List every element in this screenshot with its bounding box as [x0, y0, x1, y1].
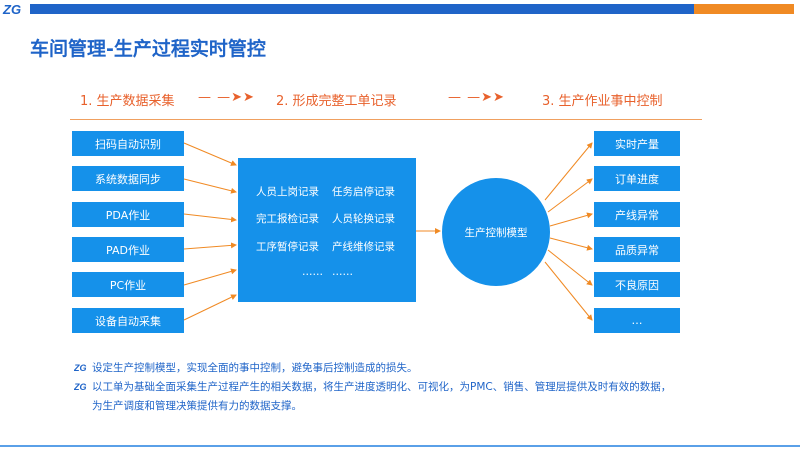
- record-item: 任务启停记录: [332, 186, 395, 198]
- input-box-device: 设备自动采集: [72, 308, 184, 333]
- connector-input-5: [183, 268, 237, 286]
- record-item: 产线维修记录: [332, 241, 395, 253]
- connector-output-6: [544, 261, 593, 321]
- connector-input-3: [183, 213, 237, 223]
- svg-text:ZG: ZG: [2, 2, 21, 17]
- svg-text:ZG: ZG: [74, 382, 87, 391]
- connector-output-3: [549, 212, 593, 227]
- connector-output-5: [547, 249, 593, 286]
- record-item: 人员轮换记录: [332, 213, 395, 225]
- footer-line: [0, 445, 800, 447]
- record-item: ……: [332, 266, 353, 278]
- step-1-label: 1. 生产数据采集: [80, 94, 175, 109]
- bullet-logo-icon: ZG: [74, 382, 87, 391]
- control-model-label: 生产控制模型: [464, 226, 528, 239]
- connector-input-1: [183, 142, 237, 166]
- record-item: 人员上岗记录: [256, 186, 319, 198]
- connector-output-1: [544, 142, 593, 201]
- output-box-realtime-output: 实时产量: [594, 131, 680, 156]
- section-divider: [70, 119, 702, 120]
- note-line-2: 以工单为基础全面采集生产过程产生的相关数据，将生产进度透明化、可视化，为PMC、…: [92, 381, 672, 393]
- page-title: 车间管理-生产过程实时管控: [30, 38, 266, 60]
- input-box-scan: 扫码自动识别: [72, 131, 184, 156]
- step-arrow-1: — —➤➤: [198, 90, 255, 105]
- bullet-logo-icon: ZG: [74, 363, 87, 372]
- step-3-label: 3. 生产作业事中控制: [542, 94, 663, 109]
- company-logo-icon: ZG: [2, 2, 21, 17]
- output-box-quality-exception: 品质异常: [594, 237, 680, 262]
- input-box-pda: PDA作业: [72, 202, 184, 227]
- step-arrow-2: — —➤➤: [448, 90, 505, 105]
- control-model-circle: 生产控制模型: [442, 178, 550, 286]
- input-box-system-sync: 系统数据同步: [72, 166, 184, 191]
- output-box-line-exception: 产线异常: [594, 202, 680, 227]
- note-line-1: 设定生产控制模型，实现全面的事中控制，避免事后控制造成的损失。: [92, 362, 418, 374]
- connector-output-2: [547, 178, 593, 213]
- svg-text:ZG: ZG: [74, 363, 87, 372]
- output-box-defect-cause: 不良原因: [594, 272, 680, 297]
- connector-output-4: [549, 237, 593, 251]
- input-box-pad: PAD作业: [72, 237, 184, 262]
- note-line-3: 为生产调度和管理决策提供有力的数据支撑。: [92, 400, 302, 412]
- work-order-records-box: 人员上岗记录 任务启停记录 完工报检记录 人员轮换记录 工序暂停记录 产线维修记…: [238, 158, 416, 302]
- connector-input-4: [183, 242, 237, 250]
- input-box-pc: PC作业: [72, 272, 184, 297]
- header-bar: [30, 4, 694, 14]
- connector-input-2: [183, 178, 237, 194]
- connector-input-6: [183, 294, 237, 321]
- header-accent-bar: [694, 4, 794, 14]
- record-item: 工序暂停记录: [256, 241, 319, 253]
- output-box-more: …: [594, 308, 680, 333]
- record-item: ……: [302, 266, 323, 278]
- record-item: 完工报检记录: [256, 213, 319, 225]
- step-2-label: 2. 形成完整工单记录: [276, 94, 397, 109]
- output-box-order-progress: 订单进度: [594, 166, 680, 191]
